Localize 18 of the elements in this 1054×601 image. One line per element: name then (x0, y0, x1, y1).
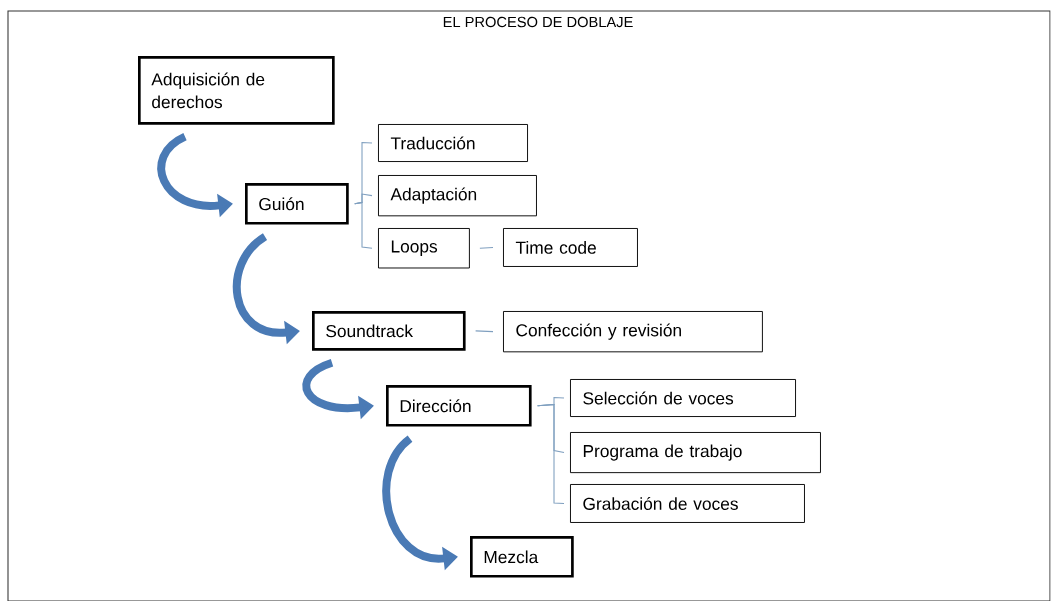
bracket-line (537, 403, 565, 504)
task-box: Grabación de voces (570, 484, 805, 523)
connector-line (475, 330, 494, 333)
connector-line (479, 246, 494, 249)
stage-box: Mezcla (470, 536, 574, 578)
stage-box: Adquisición de derechos (138, 56, 335, 125)
stage-box: Guión (245, 183, 349, 225)
bracket-line (354, 201, 373, 249)
title: EL PROCESO DE DOBLAJE (443, 16, 633, 28)
task-box: Traducción (378, 124, 528, 162)
task-box: Loops (378, 228, 470, 269)
stage-box: Dirección (386, 385, 532, 427)
task-box: Programa de trabajo (570, 432, 821, 474)
task-box: Adaptación (378, 175, 537, 217)
stage-box: Soundtrack (312, 311, 466, 351)
task-box: Confección y revisión (503, 311, 763, 353)
task-box: Selección de voces (570, 379, 796, 417)
task-box: Time code (503, 228, 638, 267)
